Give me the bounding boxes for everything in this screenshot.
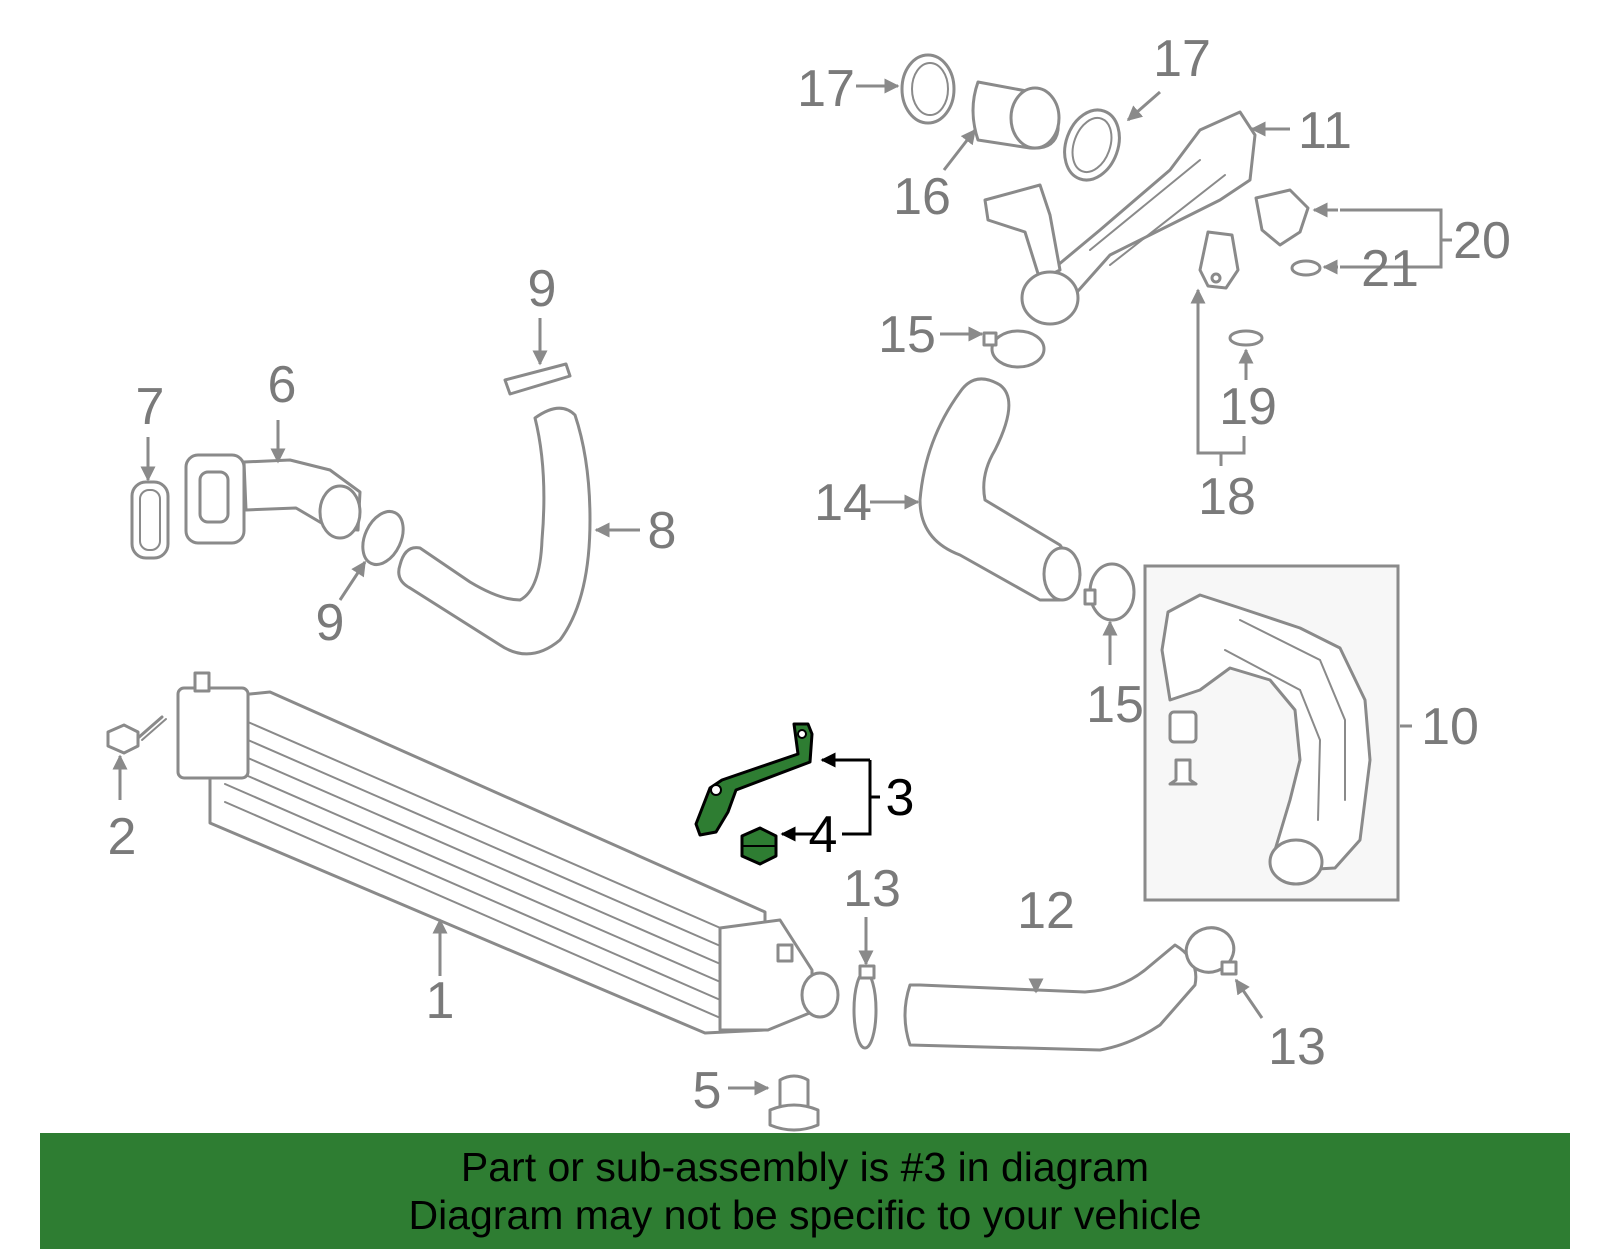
nut-part-4[interactable] — [740, 826, 778, 866]
hose-part-14[interactable] — [918, 377, 1082, 602]
label-part-15a: 15 — [878, 306, 936, 364]
hose-part-8[interactable] — [397, 406, 592, 656]
label-part-7: 7 — [136, 378, 165, 436]
pipe-assembly-part-10[interactable] — [1143, 564, 1400, 902]
label-part-9a: 9 — [528, 260, 557, 318]
clamp-part-17b[interactable] — [1055, 102, 1128, 187]
intercooler-part-1[interactable] — [176, 671, 840, 1035]
banner-line-1: Part or sub-assembly is #3 in diagram — [460, 1144, 1150, 1190]
label-part-17b: 17 — [1153, 30, 1211, 88]
hose-part-12[interactable] — [903, 943, 1198, 1052]
banner-line-2: Diagram may not be specific to your vehi… — [408, 1192, 1202, 1238]
outlet-pipe-part-6[interactable] — [184, 453, 362, 545]
clamp-part-9a[interactable] — [503, 362, 572, 396]
label-part-16: 16 — [893, 168, 951, 226]
label-part-1: 1 — [426, 972, 455, 1030]
part-number-labels: 1 2 3 4 5 6 7 8 9 9 10 11 12 13 13 14 15… — [108, 30, 1511, 1120]
label-part-17a: 17 — [797, 60, 855, 118]
label-part-15b: 15 — [1086, 676, 1144, 734]
gasket-part-7[interactable] — [130, 480, 170, 560]
clamp-part-15b[interactable] — [1083, 562, 1136, 622]
label-part-14: 14 — [814, 474, 872, 532]
label-part-13b: 13 — [1268, 1018, 1326, 1076]
washer-part-21[interactable] — [1290, 259, 1322, 277]
label-part-4: 4 — [809, 806, 838, 864]
label-part-2: 2 — [108, 808, 137, 866]
clamp-part-13a[interactable] — [852, 964, 878, 1050]
sleeve-part-16[interactable] — [971, 80, 1061, 150]
bolt-part-2[interactable] — [106, 715, 167, 755]
label-part-8: 8 — [648, 502, 677, 560]
label-part-21: 21 — [1361, 240, 1419, 298]
label-part-6: 6 — [268, 356, 297, 414]
label-part-3: 3 — [886, 769, 915, 827]
label-part-20: 20 — [1453, 212, 1511, 270]
clamp-part-15a[interactable] — [982, 329, 1046, 369]
label-part-5: 5 — [693, 1062, 722, 1120]
label-part-18: 18 — [1198, 468, 1256, 526]
info-banner: Part or sub-assembly is #3 in diagram Di… — [40, 1133, 1570, 1249]
label-part-11: 11 — [1298, 102, 1352, 160]
label-part-9b: 9 — [316, 594, 345, 652]
bracket-part-3[interactable] — [694, 722, 814, 837]
sensor-part-18[interactable] — [1198, 230, 1240, 290]
clamp-part-9b[interactable] — [355, 505, 411, 571]
leader-lines — [112, 78, 1452, 1096]
washer-part-19[interactable] — [1228, 329, 1264, 347]
clamp-part-17a[interactable] — [900, 53, 956, 125]
mount-part-5[interactable] — [768, 1074, 820, 1132]
label-part-13a: 13 — [843, 860, 901, 918]
upper-duct-part-11[interactable] — [983, 110, 1257, 326]
label-part-12: 12 — [1017, 882, 1075, 940]
leader-lines-highlight — [780, 752, 880, 842]
label-part-19: 19 — [1219, 378, 1277, 436]
clamp-part-13b[interactable] — [1180, 921, 1240, 979]
label-part-10: 10 — [1421, 698, 1479, 756]
sensor-part-20[interactable] — [1254, 188, 1310, 247]
